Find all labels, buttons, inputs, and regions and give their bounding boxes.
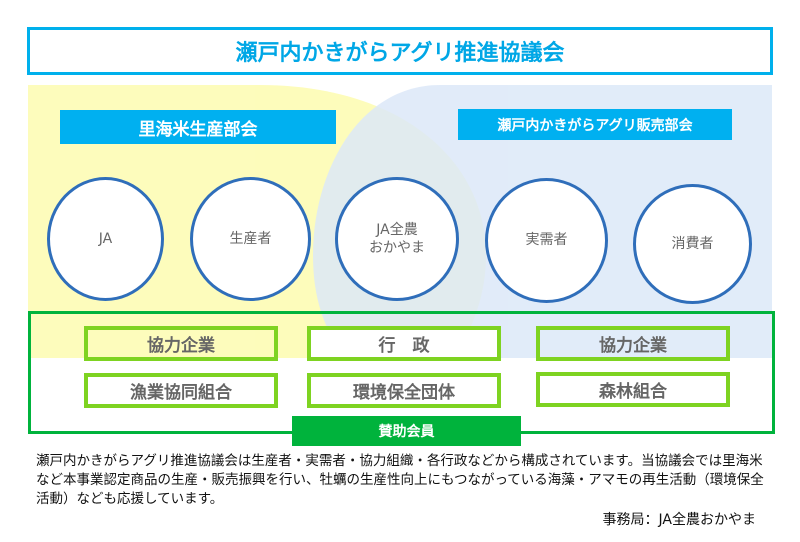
member-label: おかやま <box>369 240 425 256</box>
member-producers: 生産者 <box>190 177 311 301</box>
supporter-partner-companies: 協力企業 <box>84 326 278 361</box>
member-consumers: 消費者 <box>633 184 752 304</box>
member-ja: JA <box>47 177 164 301</box>
supporter-environmental-groups: 環境保全団体 <box>307 373 501 408</box>
supporter-forestry-coop: 森林組合 <box>536 372 730 407</box>
section-rice-production: 里海米生産部会 <box>60 110 336 144</box>
supporter-partner-companies: 協力企業 <box>536 326 730 361</box>
sponsor-label: 賛助会員 <box>292 416 521 446</box>
member-label: 消費者 <box>671 235 714 252</box>
member-ja-zennoh-okayama: JA全農おかやま <box>335 177 459 301</box>
member-label: 生産者 <box>229 230 272 247</box>
member-label: 実需者 <box>525 232 568 249</box>
secretariat: 事務局：JA全農おかやま <box>602 512 756 528</box>
member-demand: 実需者 <box>485 178 608 303</box>
description: 瀬戸内かきがらアグリ推進協議会は生産者・実需者・協力組織・各行政などから構成され… <box>36 453 764 507</box>
member-label: JA <box>98 230 113 247</box>
supporter-government: 行 政 <box>307 326 501 361</box>
section-sales: 瀬戸内かきがらアグリ販売部会 <box>458 109 732 140</box>
supporter-fisheries-coop: 漁業協同組合 <box>84 373 278 408</box>
page-title: 瀬戸内かきがらアグリ推進協議会 <box>27 27 773 75</box>
member-label: JA全農 <box>376 221 418 238</box>
